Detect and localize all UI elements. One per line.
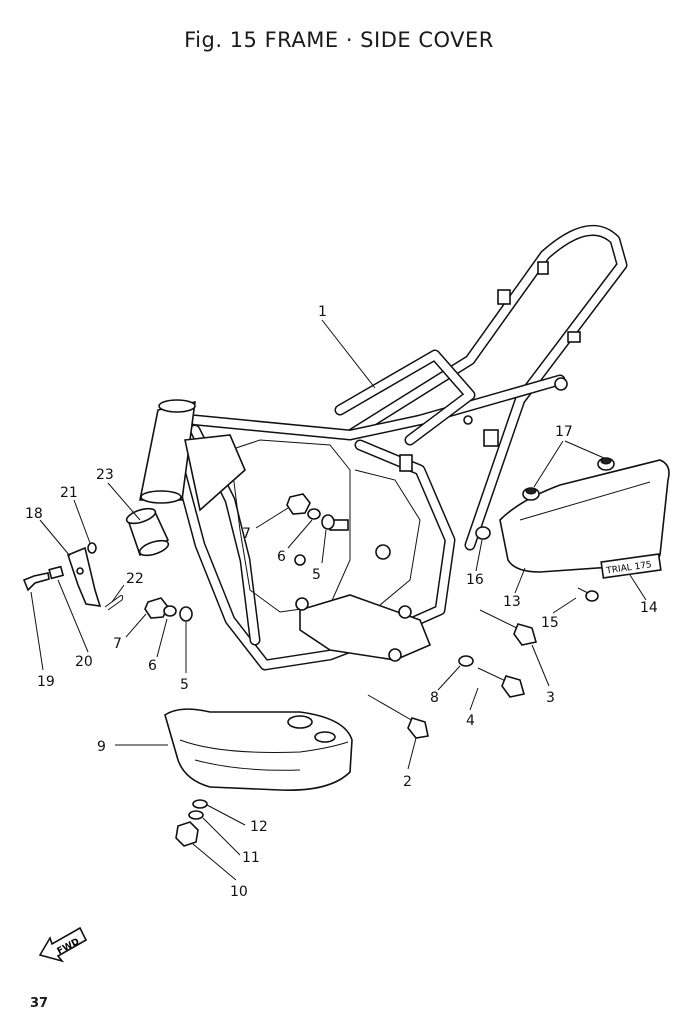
callout-23: 23 xyxy=(96,467,114,483)
callout-12: 12 xyxy=(250,819,268,835)
callout-19: 19 xyxy=(37,674,55,690)
callout-5b: 5 xyxy=(180,677,189,693)
callout-9: 9 xyxy=(97,739,106,755)
fasteners xyxy=(22,457,615,847)
forward-arrow-icon: FWD xyxy=(38,926,88,963)
callout-7a: 7 xyxy=(242,526,251,542)
callout-18: 18 xyxy=(25,506,43,522)
callout-13: 13 xyxy=(503,594,521,610)
callout-4: 4 xyxy=(466,713,475,729)
callout-6b: 6 xyxy=(148,658,157,674)
callout-22: 22 xyxy=(126,571,144,587)
callout-21: 21 xyxy=(60,485,78,501)
callout-2: 2 xyxy=(403,774,412,790)
callout-15: 15 xyxy=(541,615,559,631)
frame xyxy=(139,224,628,671)
callout-3: 3 xyxy=(546,690,555,706)
callout-10: 10 xyxy=(230,884,248,900)
callout-17: 17 xyxy=(555,424,573,440)
callout-5a: 5 xyxy=(312,567,321,583)
leader-lines xyxy=(30,319,647,881)
callout-11: 11 xyxy=(242,850,260,866)
figure-title: Fig. 15 FRAME · SIDE COVER xyxy=(184,28,494,52)
page-number: 37 xyxy=(30,996,49,1011)
callout-20: 20 xyxy=(75,654,93,670)
callout-14: 14 xyxy=(640,600,658,616)
callout-8: 8 xyxy=(430,690,439,706)
callout-6a: 6 xyxy=(277,549,286,565)
callout-numbers: 1 2 3 4 5 5 6 6 7 7 8 9 10 11 12 13 14 1… xyxy=(25,304,658,900)
callout-16: 16 xyxy=(466,572,484,588)
callout-7b: 7 xyxy=(113,636,122,652)
engine-guard xyxy=(164,708,353,791)
callout-1: 1 xyxy=(318,304,327,320)
